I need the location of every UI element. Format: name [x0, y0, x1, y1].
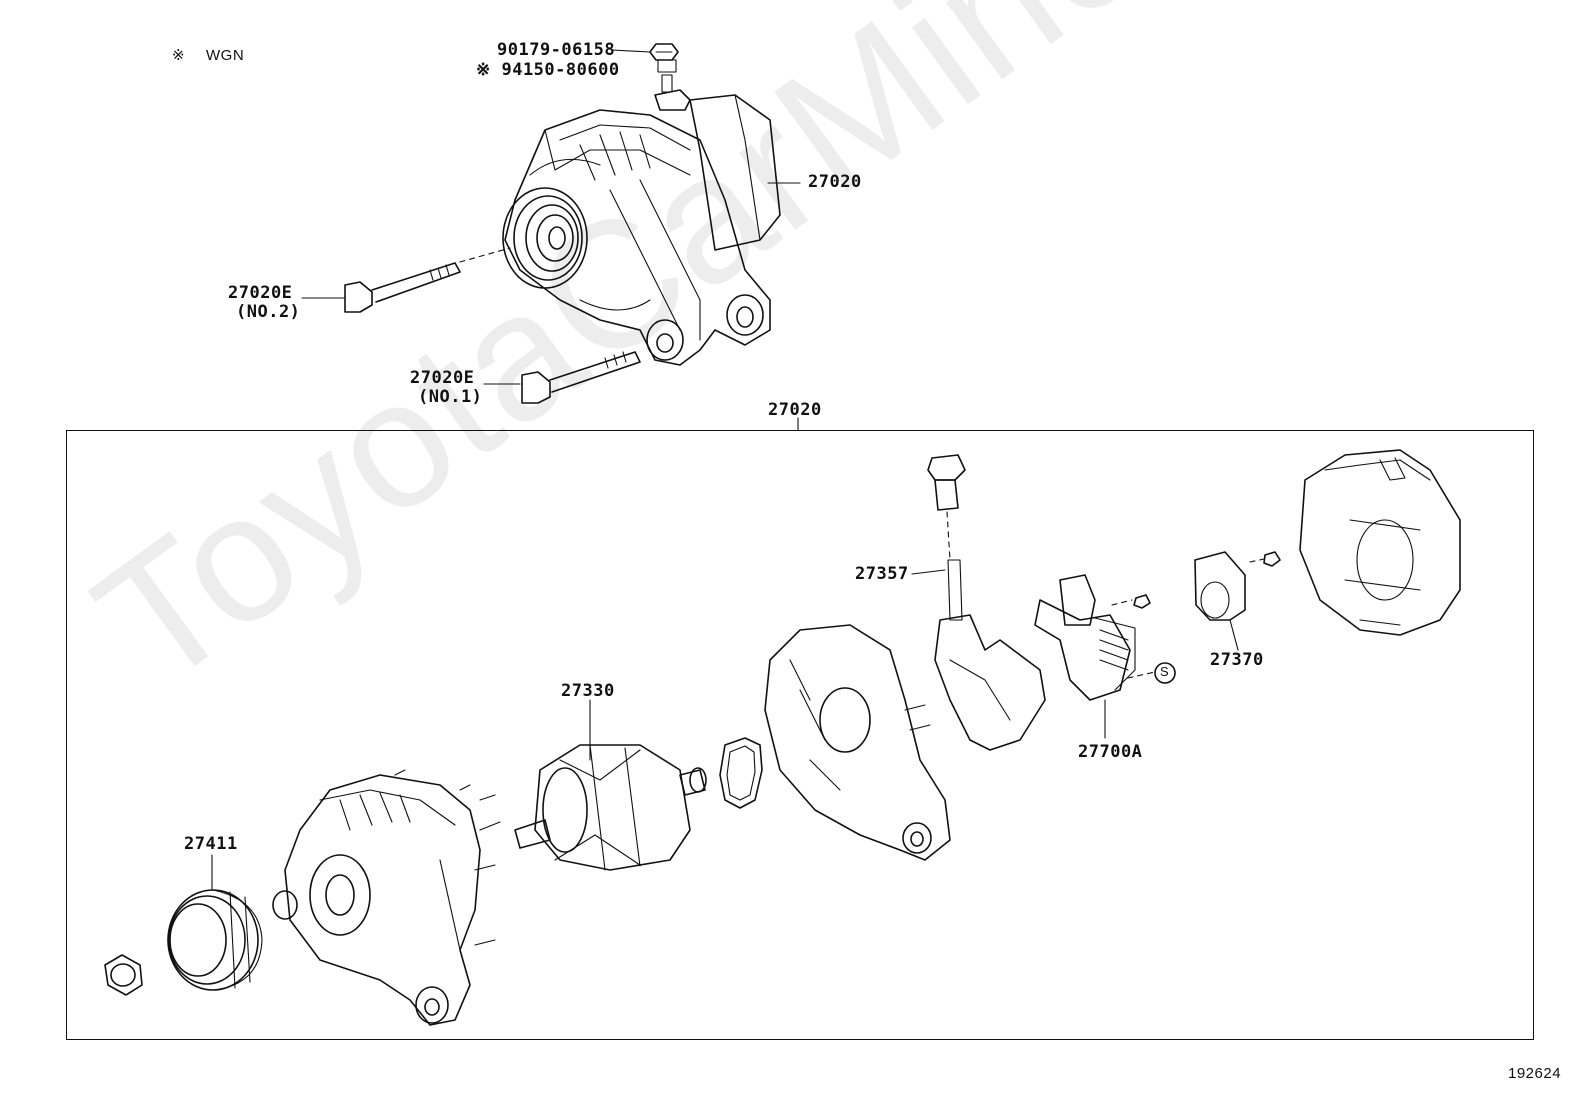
spacer-ring-drawing[interactable]: [719, 737, 763, 809]
label-brush-holder[interactable]: 27370: [1210, 650, 1264, 670]
label-assembly[interactable]: 27020: [768, 400, 822, 420]
pulley-drawing[interactable]: [167, 889, 263, 991]
label-rotor[interactable]: 27330: [561, 681, 615, 701]
bolt-no1-drawing[interactable]: [521, 351, 641, 404]
brush-holder-drawing[interactable]: [1194, 551, 1281, 621]
nut-top-drawing[interactable]: [649, 43, 679, 61]
label-alternator-top[interactable]: 27020: [808, 172, 862, 192]
regulator-drawing[interactable]: [1034, 574, 1156, 701]
label-bolt-top-2[interactable]: ※ 94150-80600: [476, 60, 620, 80]
terminal-insulator-drawing[interactable]: [927, 454, 1046, 751]
label-bolt-no2-code[interactable]: 27020E: [228, 283, 293, 303]
figure-id: 192624: [1508, 1065, 1562, 1082]
bolt-no2-drawing[interactable]: [344, 262, 461, 313]
assembly-frame: [66, 430, 1534, 1040]
label-bolt-no1-code[interactable]: 27020E: [410, 368, 475, 388]
rotor-drawing[interactable]: [514, 744, 707, 871]
label-bolt-top-1[interactable]: 90179-06158: [497, 40, 616, 60]
rear-cover-drawing[interactable]: [1299, 449, 1461, 636]
label-bolt-no2-note: (NO.2): [236, 302, 301, 322]
label-terminal[interactable]: 27357: [855, 564, 909, 584]
wgn-note: WGN: [206, 47, 245, 64]
alternator-top-drawing[interactable]: [459, 59, 781, 366]
label-bolt-no1-note: (NO.1): [418, 387, 483, 407]
label-pulley[interactable]: 27411: [184, 834, 238, 854]
leader-lines: [211, 49, 1239, 891]
s-mark-letter: S: [1160, 664, 1170, 679]
rectifier-end-frame-drawing[interactable]: [764, 624, 951, 861]
nut-drawing[interactable]: [104, 954, 143, 996]
label-regulator[interactable]: 27700A: [1078, 742, 1143, 762]
drive-end-frame-drawing[interactable]: [272, 769, 501, 1026]
s-mark-symbol: [1154, 662, 1176, 684]
wgn-mark: ※: [172, 47, 186, 64]
